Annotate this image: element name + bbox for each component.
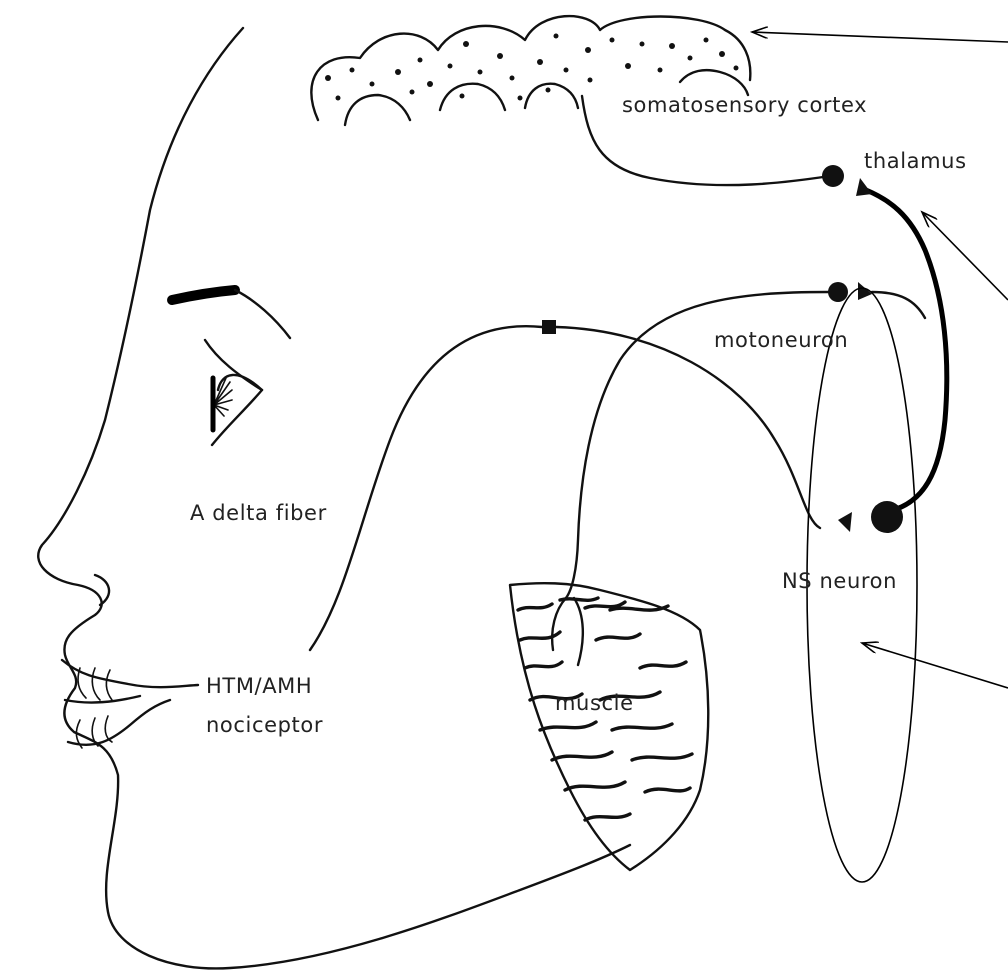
thalamus-neuron: [822, 165, 844, 187]
a-delta-fiber-central: [556, 327, 820, 528]
ns-neuron-synapse: [838, 512, 852, 532]
label-somatosensory-cortex: somatosensory cortex: [622, 93, 867, 117]
iris-lines: [214, 378, 232, 416]
lower-lip: [68, 700, 170, 745]
ascending-pathway-fiber: [866, 190, 947, 512]
face-profile-outline: [38, 28, 630, 968]
mouth-line: [65, 696, 140, 703]
pointer-arrow-cortex: [752, 32, 1008, 42]
label-motoneuron: motoneuron: [714, 328, 848, 352]
a-delta-fiber-peripheral: [310, 326, 542, 650]
label-htm-amh: HTM/AMH: [206, 674, 312, 698]
pointer-arrow-ns-neuron-region: [862, 643, 1008, 688]
masseter-muscle: [510, 583, 708, 870]
label-muscle: muscle: [555, 691, 634, 715]
label-nociceptor: nociceptor: [206, 713, 323, 737]
motoneuron-cell: [828, 282, 848, 302]
ns-neuron-cell: [871, 501, 903, 533]
eyebrow-tail: [235, 290, 290, 338]
thalamus-synapse: [856, 178, 872, 196]
label-ns-neuron: NS neuron: [782, 569, 897, 593]
ganglion-cell: [542, 320, 556, 334]
eyebrow: [172, 290, 235, 300]
label-a-delta-fiber: A delta fiber: [190, 501, 327, 525]
label-thalamus: thalamus: [864, 149, 967, 173]
upper-lip: [62, 660, 198, 687]
